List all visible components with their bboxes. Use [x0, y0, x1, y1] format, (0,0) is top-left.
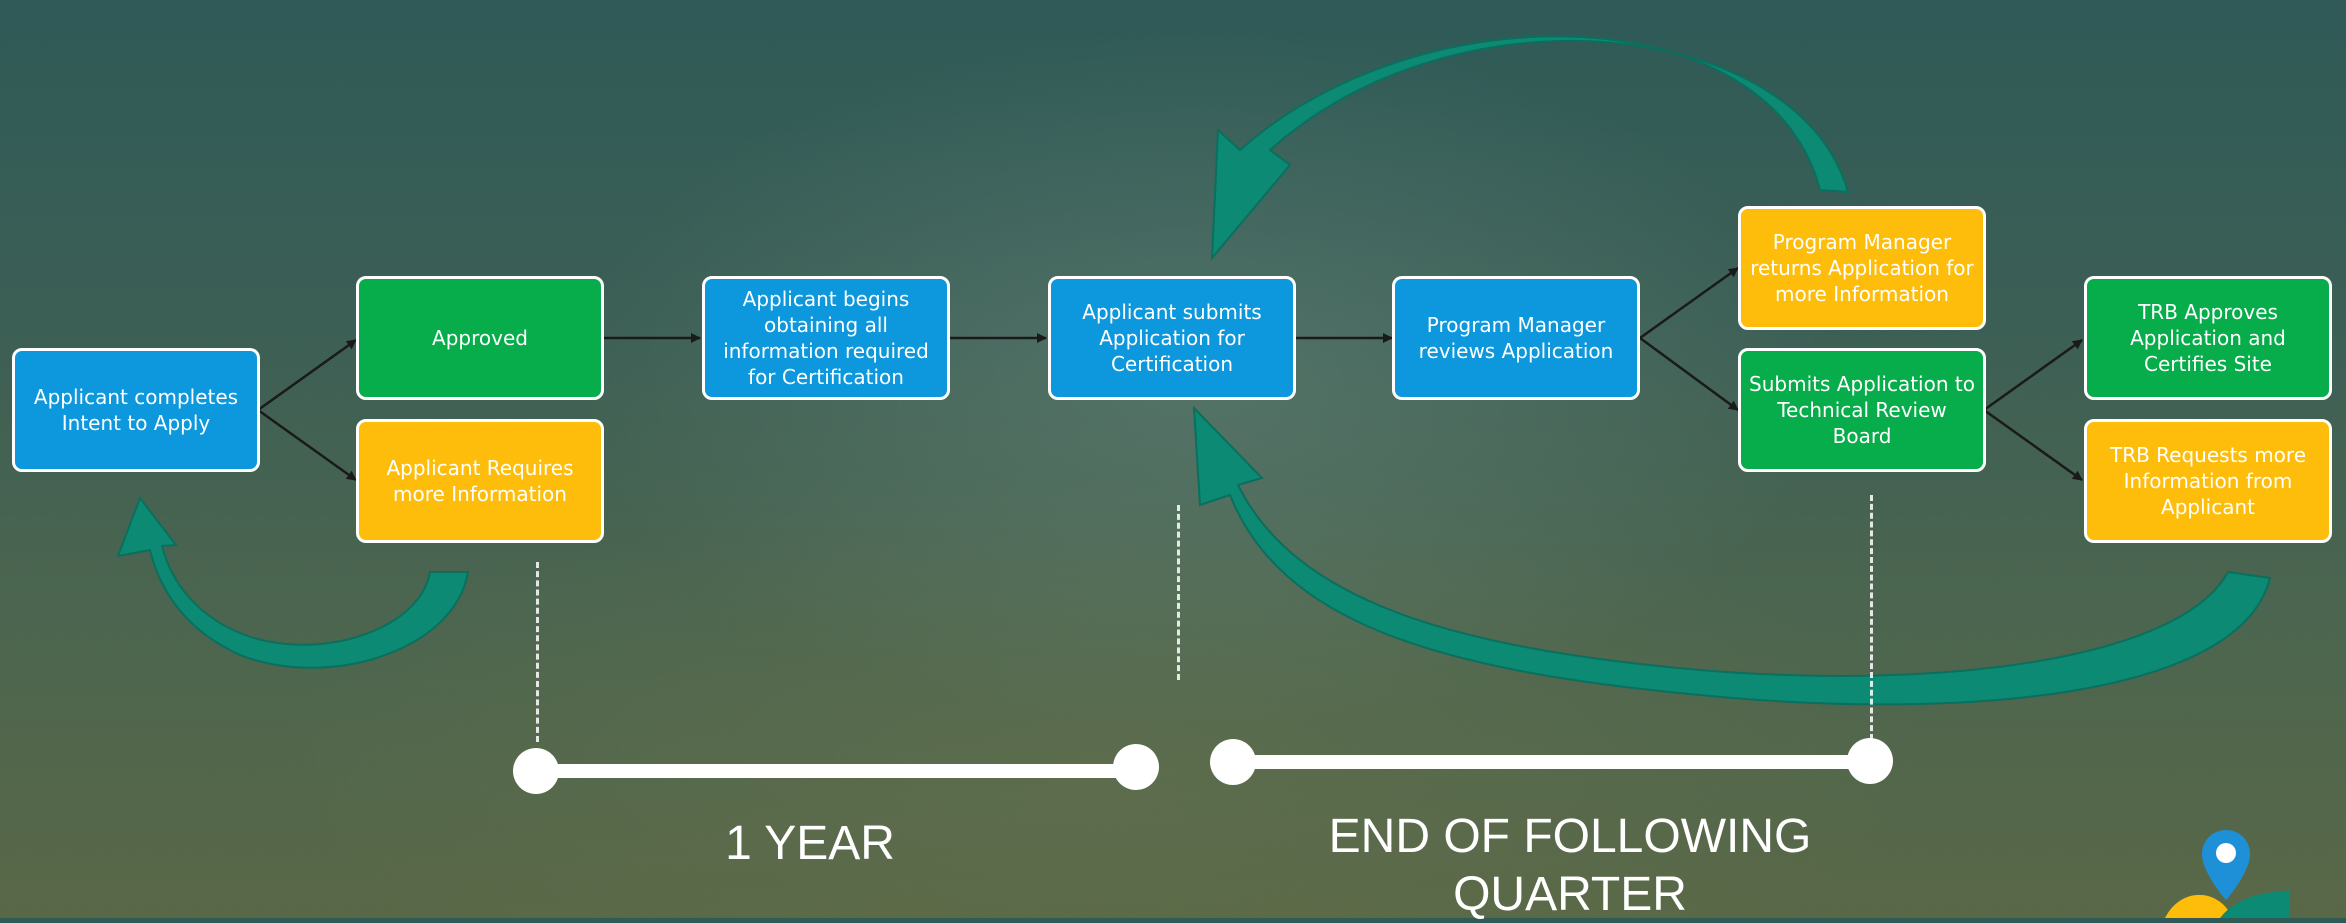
arrow-trb-to-trb-approves: [1983, 338, 2083, 412]
dashed-marker-right: [1870, 495, 1873, 740]
loop-arrow-pm-returns-to-submits: [1210, 35, 1850, 261]
node-pm-returns-label: Program Manager returns Application for …: [1750, 230, 1974, 306]
timeline-dot-1-end: [1113, 744, 1159, 790]
arrow-pm-reviews-to-trb: [1639, 336, 1739, 412]
node-submits-to-trb-label: Submits Application to Technical Review …: [1749, 372, 1975, 448]
timeline-label-1-year: 1 YEAR: [725, 817, 895, 870]
node-pm-reviews-label: Program Manager reviews Application: [1418, 313, 1614, 363]
node-applicant-begins-label: Applicant begins obtaining all informati…: [723, 287, 929, 389]
node-requires-more-info: Applicant Requires more Information: [356, 419, 604, 543]
node-pm-returns: Program Manager returns Application for …: [1738, 206, 1986, 330]
timeline-bar-end-of-quarter: [1234, 755, 1870, 769]
timeline-dot-2-end: [1847, 738, 1893, 784]
node-trb-approves: TRB Approves Application and Certifies S…: [2084, 276, 2332, 400]
timeline-dot-1-start: [513, 748, 559, 794]
dashed-marker-left: [536, 562, 539, 742]
dashed-marker-middle: [1177, 505, 1180, 680]
node-submits-to-trb: Submits Application to Technical Review …: [1738, 348, 1986, 472]
node-approved-label: Approved: [432, 326, 528, 350]
arrow-trb-to-trb-requests: [1983, 408, 2083, 482]
timeline-label-end-of-quarter: END OF FOLLOWING QUARTER: [1328, 810, 1812, 921]
node-requires-more-info-label: Applicant Requires more Information: [386, 456, 574, 506]
node-intent-to-apply: Applicant completes Intent to Apply: [12, 348, 260, 472]
arrow-intent-to-approved: [257, 338, 357, 412]
timeline-bar-1-year: [536, 764, 1136, 778]
node-applicant-begins: Applicant begins obtaining all informati…: [702, 276, 950, 400]
node-applicant-submits-label: Applicant submits Application for Certif…: [1082, 300, 1262, 376]
loop-arrow-trb-requests-to-submits: [1192, 405, 2272, 706]
node-approved: Approved: [356, 276, 604, 400]
node-trb-approves-label: TRB Approves Application and Certifies S…: [2130, 300, 2286, 376]
arrow-intent-to-requires-info: [257, 408, 357, 482]
timeline-dot-2-start: [1210, 739, 1256, 785]
loop-arrow-requires-info-to-intent: [116, 495, 470, 669]
location-pin-logo-icon: [2165, 830, 2290, 918]
node-trb-requests: TRB Requests more Information from Appli…: [2084, 419, 2332, 543]
node-intent-to-apply-label: Applicant completes Intent to Apply: [33, 385, 239, 435]
node-applicant-submits: Applicant submits Application for Certif…: [1048, 276, 1296, 400]
node-pm-reviews: Program Manager reviews Application: [1392, 276, 1640, 400]
node-trb-requests-label: TRB Requests more Information from Appli…: [2109, 443, 2306, 519]
arrow-pm-reviews-to-pm-returns: [1639, 266, 1739, 340]
